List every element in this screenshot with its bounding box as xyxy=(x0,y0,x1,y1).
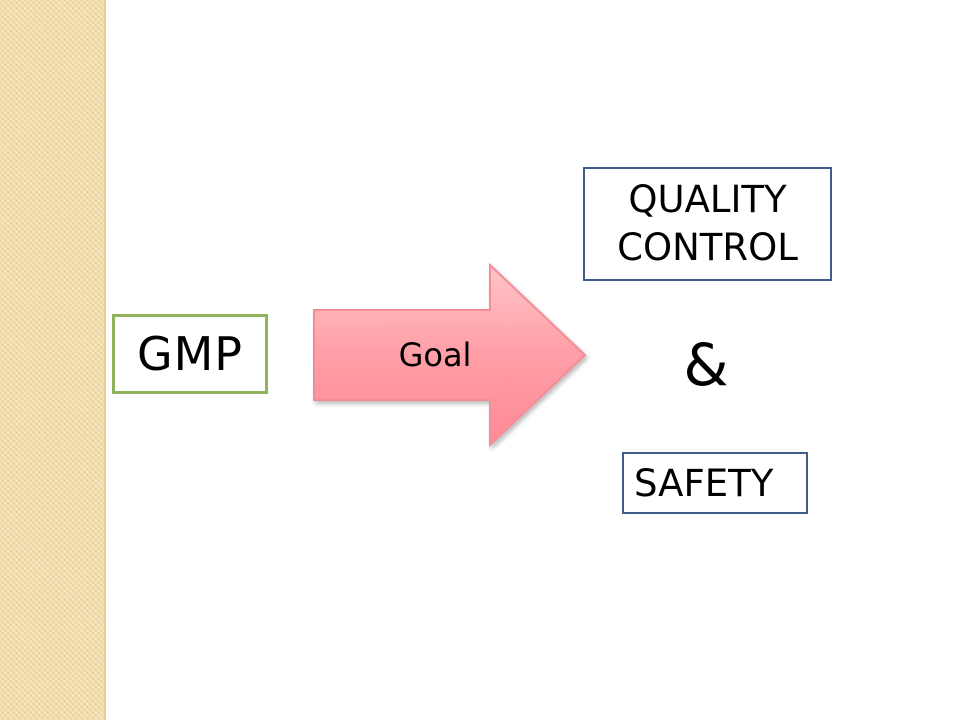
safety-label: SAFETY xyxy=(634,461,774,505)
quality-control-line-1: QUALITY xyxy=(628,178,787,221)
right-block-arrow-icon xyxy=(313,262,587,448)
safety-box: SAFETY xyxy=(622,452,808,514)
decorative-side-band xyxy=(0,0,106,720)
gmp-box: GMP xyxy=(112,314,268,394)
quality-control-line-2: CONTROL xyxy=(617,226,798,269)
goal-arrow xyxy=(300,255,600,455)
goal-label: Goal xyxy=(398,336,472,374)
gmp-label: GMP xyxy=(136,327,244,381)
quality-control-box: QUALITY CONTROL xyxy=(583,167,832,281)
ampersand-connector: & xyxy=(683,331,729,399)
